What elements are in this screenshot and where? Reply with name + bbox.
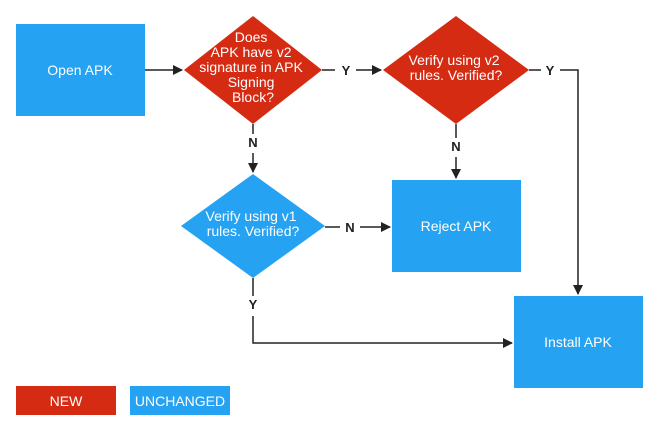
- verify-v2-label: Verify using v2 rules. Verified?: [409, 52, 504, 83]
- edge-verify-v1-yes-b: [252, 316, 513, 348]
- legend-unchanged: UNCHANGED: [130, 386, 230, 415]
- edge-verify-v1-no-label: N: [345, 220, 354, 235]
- open-apk-box: [16, 24, 145, 116]
- edge-has-v2-yes-label: Y: [342, 63, 351, 78]
- reject-apk-label: Reject APK: [421, 218, 492, 234]
- edge-verify-v1-yes-label: Y: [249, 297, 258, 312]
- edge-verify-v2-yes-b: [560, 69, 583, 295]
- reject-apk-box: [392, 180, 521, 272]
- legend-new: NEW: [16, 386, 116, 415]
- edge-verify-v2-no-label: N: [451, 139, 460, 154]
- legend-new-label: NEW: [49, 392, 83, 409]
- edge-verify-v2-yes-label: Y: [546, 63, 555, 78]
- verify-v2-diamond: [383, 16, 529, 124]
- has-v2-diamond: [184, 16, 322, 124]
- legend-unchanged-label: UNCHANGED: [134, 392, 226, 409]
- verify-v1-diamond: [181, 174, 325, 278]
- edge-has-v2-no-label: N: [248, 135, 257, 150]
- install-apk-label: Install APK: [544, 334, 612, 350]
- install-apk-box: [514, 296, 643, 388]
- verify-v1-label: Verify using v1 rules. Verified?: [206, 208, 301, 239]
- has-v2-label: Does APK have v2 signature in APK Signin…: [199, 29, 306, 105]
- open-apk-label: Open APK: [47, 62, 113, 78]
